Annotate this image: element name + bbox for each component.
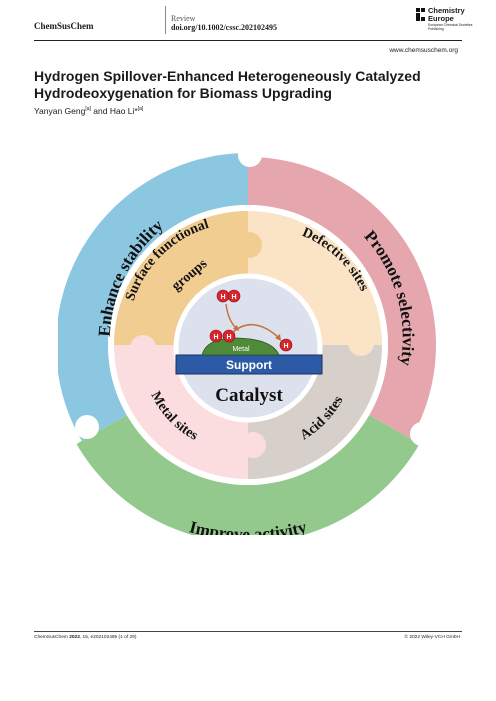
catalyst-caption: Catalyst bbox=[215, 385, 283, 406]
logo-line2: Europe bbox=[428, 13, 454, 23]
footer-copyright: © 2022 Wiley-VCH GmbH bbox=[404, 635, 460, 640]
citation-details: , 15, e202102495 (1 of 29) bbox=[79, 635, 137, 640]
puzzle-knob bbox=[130, 335, 156, 361]
journal-website[interactable]: www.chemsuschem.org bbox=[389, 47, 458, 54]
hydrogen-atom bbox=[209, 329, 223, 343]
ring-separator-dot bbox=[75, 415, 99, 439]
logo-line1: Chemistry bbox=[428, 6, 465, 15]
outer-sector-right bbox=[248, 157, 436, 439]
affiliation-mark: [a] bbox=[137, 106, 144, 113]
footer-rule bbox=[34, 631, 462, 632]
article-type: Review bbox=[171, 14, 196, 23]
logo-tagline: European Chemical Societies Publishing bbox=[428, 23, 473, 31]
puzzle-knob bbox=[348, 330, 374, 356]
hydrogen-symbol: H bbox=[220, 294, 225, 301]
outer-sector-left bbox=[58, 153, 248, 441]
header-divider bbox=[165, 6, 166, 34]
header-rule bbox=[34, 40, 462, 42]
hydrogen-atom bbox=[227, 289, 241, 303]
ring-separator-dot bbox=[238, 145, 262, 167]
article-title: Hydrogen Spillover-Enhanced Heterogeneou… bbox=[34, 68, 421, 101]
dissociated-hydrogen: H H H bbox=[209, 329, 293, 352]
hydrogen-atom bbox=[222, 329, 236, 343]
citation-year: 2022 bbox=[69, 635, 80, 640]
logo-mark-icon bbox=[416, 8, 425, 21]
support-label: Support bbox=[226, 358, 272, 372]
author-list: Yanyan Geng[a] and Hao Li*[a] bbox=[34, 106, 143, 116]
author-name[interactable]: Hao Li* bbox=[109, 106, 138, 116]
ring-separator-dot bbox=[410, 422, 434, 446]
hydrogen-symbol: H bbox=[283, 343, 288, 350]
journal-name: ChemSusChem bbox=[34, 21, 94, 31]
affiliation-mark: [a] bbox=[85, 106, 91, 113]
citation-journal: ChemSusChem bbox=[34, 635, 68, 640]
toc-figure: Support Metal H H H H H Catalyst Enhance… bbox=[58, 145, 436, 535]
author-name[interactable]: Yanyan Geng bbox=[34, 106, 86, 116]
spillover-arrow bbox=[232, 324, 279, 338]
puzzle-knob bbox=[240, 432, 266, 458]
metal-label: Metal bbox=[232, 346, 250, 353]
arrow-head-icon bbox=[275, 334, 281, 341]
hydrogen-atom bbox=[279, 338, 293, 352]
footer-citation: ChemSusChem 2022, 15, e202102495 (1 of 2… bbox=[34, 635, 136, 640]
doi-link[interactable]: doi.org/10.1002/cssc.202102495 bbox=[171, 23, 277, 32]
outer-sector-bottom bbox=[76, 415, 420, 535]
hydrogen-symbol: H bbox=[231, 294, 236, 301]
chemistry-europe-logo: Chemistry Europe European Chemical Socie… bbox=[416, 7, 476, 37]
hydrogen-molecule: H H bbox=[216, 289, 241, 303]
author-conjunction: and bbox=[90, 106, 110, 116]
hydrogen-symbol: H bbox=[226, 334, 231, 341]
hydrogen-symbol: H bbox=[213, 334, 218, 341]
spillover-arrow bbox=[225, 303, 237, 329]
puzzle-knob bbox=[236, 232, 262, 258]
